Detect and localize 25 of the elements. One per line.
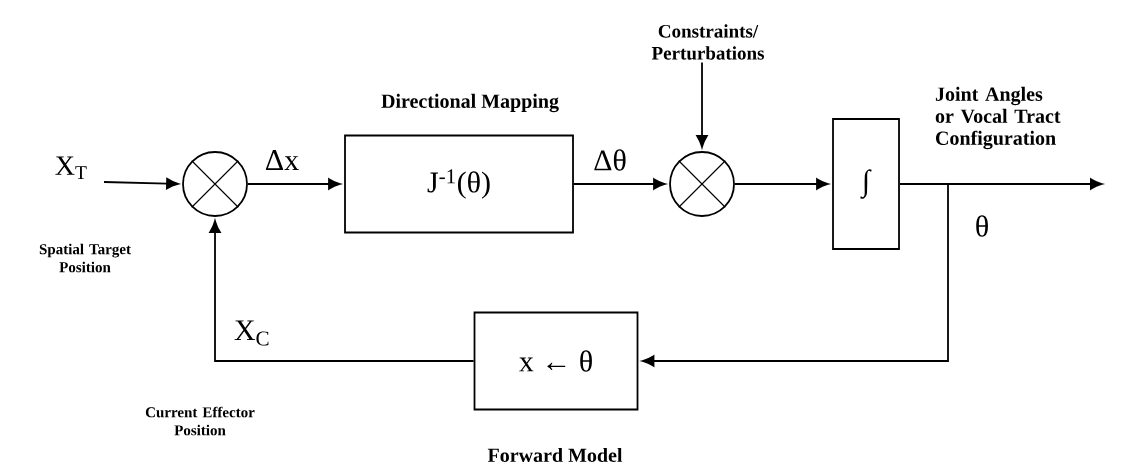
- block-title: Forward Model: [487, 447, 623, 463]
- summing-junction: [182, 151, 248, 217]
- arrow: [641, 183, 949, 367]
- arrow: [103, 177, 179, 190]
- line: [899, 183, 949, 185]
- arrow: [734, 178, 829, 190]
- summing-junction: [669, 151, 735, 217]
- signal-label: Constraints/ Perturbations: [651, 24, 764, 60]
- signal-label: X$_{T}$: [55, 156, 87, 180]
- block-title: Directional Mapping: [381, 93, 559, 113]
- edge-label: θ: [976, 215, 988, 237]
- signal-caption: Spatial Target Position: [39, 243, 131, 273]
- block-box: x ← θ: [473, 311, 639, 411]
- block-box: ∫: [832, 118, 900, 250]
- edge-label: X$_{C}$: [234, 320, 269, 346]
- block-box: J$^{-1}$(θ): [344, 134, 574, 234]
- arrow: [696, 61, 708, 148]
- edge-label: Δx: [266, 150, 299, 170]
- arrow: [573, 178, 666, 190]
- arrow: [209, 220, 475, 362]
- arrow: [947, 178, 1103, 190]
- arrow: [247, 178, 341, 190]
- signal-label: Joint Angles or Vocal Tract Configuration: [935, 86, 1061, 150]
- edge-label: Δθ: [594, 149, 626, 171]
- signal-caption: Current Effector Position: [145, 406, 255, 436]
